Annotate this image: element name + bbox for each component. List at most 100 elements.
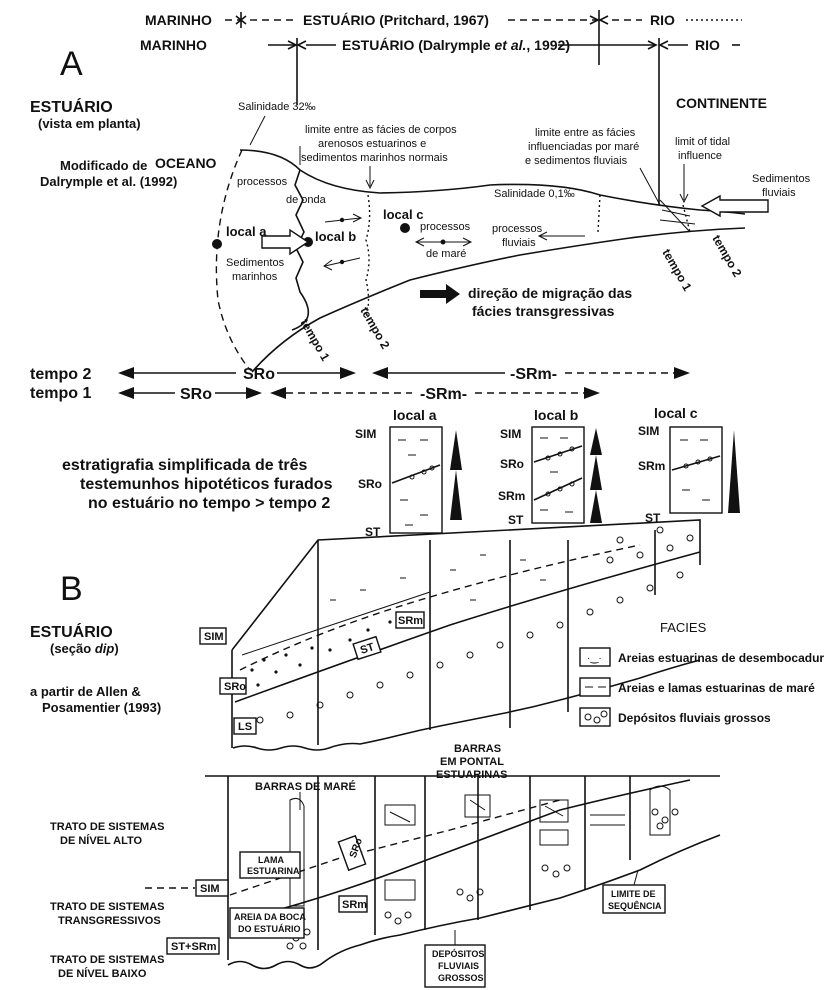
limite-label-1: LIMITE DE	[611, 889, 656, 899]
continente-label: CONTINENTE	[676, 95, 767, 111]
panel-a-source-2: Dalrymple et al. (1992)	[40, 174, 177, 189]
migration-2: fácies transgressivas	[472, 303, 615, 319]
lama-label-1: LAMA	[258, 855, 284, 865]
facies-legend: FACIES ·‿· Areias estuarinas de desemboc…	[579, 620, 824, 727]
panel-b-title: ESTUÁRIO	[30, 622, 113, 641]
header-estuario-dalrymple: ESTUÁRIO (Dalrymple et al., 1992)	[342, 37, 570, 53]
limit-marine-2: arenosos estuarinos e	[318, 138, 426, 150]
core-local-c: local c SIM SRm ST	[638, 405, 740, 525]
core-b-st: ST	[508, 513, 524, 527]
header-dalrymple-etal: et al.	[494, 37, 526, 53]
hst-label-1: TRATO DE SISTEMAS	[50, 821, 165, 833]
cores-caption-2: testemunhos hipotéticos furados	[80, 476, 333, 493]
header-dalrymple-c: , 1992)	[526, 37, 570, 53]
tst-label-2: TRANSGRESSIVOS	[58, 915, 161, 927]
processos-label: processos	[237, 176, 288, 188]
tempo1-line	[291, 169, 310, 331]
sed-fluviais-2: fluviais	[762, 187, 796, 199]
panel-b-source-2: Posamentier (1993)	[42, 700, 161, 715]
salinity-high-label: Salinidade 32‰	[238, 101, 316, 113]
cores-caption-3: no estuário no tempo > tempo 2	[88, 495, 330, 512]
panel-b-subtitle-b: dip	[95, 641, 115, 656]
legend-1: Areias estuarinas de desembocadura	[618, 651, 824, 665]
areia-label-2: DO ESTUÁRIO	[238, 924, 301, 934]
timeline-sro-2: SRo	[243, 366, 275, 383]
core-c-srm: SRm	[638, 459, 665, 473]
core-b-sim: SIM	[500, 427, 521, 441]
timeline-tempo2: tempo 2	[30, 366, 91, 383]
cores-caption-1: estratigrafia simplificada de três	[62, 457, 308, 474]
barras-pontal-2: EM PONTAL	[440, 756, 504, 768]
dip-ls-label: LS	[238, 721, 252, 733]
limit-tidal-2: influenciadas por maré	[528, 141, 639, 153]
header-rio-1: RIO	[650, 12, 675, 28]
limite-label-2: SEQUÊNCIA	[608, 900, 662, 911]
lst-label-1: TRATO DE SISTEMAS	[50, 954, 165, 966]
panel-b-subtitle: (seção dip)	[50, 641, 119, 656]
dip-sim-label: SIM	[204, 631, 224, 643]
core-local-a: local a SIM SRo ST	[355, 407, 462, 539]
dip-srm-label: SRm	[398, 615, 423, 627]
areia-label-1: AREIA DA BOCA	[234, 912, 306, 922]
tempo1-label-upstream: tempo 1	[659, 247, 694, 294]
barras-mare-label: BARRAS DE MARÉ	[255, 780, 356, 793]
lst-label-2: DE NÍVEL BAIXO	[58, 967, 147, 980]
barras-pontal-3: ESTUARINAS	[436, 769, 508, 781]
dip-section: SIM SRo LS ST SRm	[199, 519, 701, 751]
sed-marinhos-1: Sedimentos	[226, 257, 285, 269]
timeline-srm-1: -SRm-	[420, 386, 467, 403]
dip-st-label: ST	[359, 641, 376, 657]
proc-mare-2: de maré	[426, 248, 466, 260]
header-dalrymple-a: ESTUÁRIO (Dalrymple	[342, 37, 494, 53]
core-a-st: ST	[365, 525, 381, 539]
fluv-label-2: FLUVIAIS	[438, 961, 479, 971]
core-b-sro: SRo	[500, 457, 524, 471]
timeline-tempo1: tempo 1	[30, 385, 91, 402]
panel-a-letter: A	[60, 45, 83, 83]
local-a-label: local a	[226, 224, 267, 239]
header-estuario-pritchard: ESTUÁRIO (Pritchard, 1967)	[303, 12, 489, 28]
limit-marine-1: limite entre as fácies de corpos	[305, 124, 457, 136]
migration-arrow	[420, 284, 460, 304]
core-c-title: local c	[654, 405, 698, 421]
header-marinho-1: MARINHO	[145, 12, 212, 28]
core-local-b: local b SIM SRo SRm ST	[498, 407, 602, 527]
timeline: tempo 2 tempo 1 SRo -SRm- SRo -SRm-	[30, 366, 690, 403]
hst-label-2: DE NÍVEL ALTO	[60, 834, 143, 847]
proc-mare-1: processos	[420, 221, 471, 233]
proc-fluv-2: fluviais	[502, 237, 536, 249]
limit-tidal-3: e sedimentos fluviais	[525, 155, 628, 167]
oceano-label: OCEANO	[155, 155, 217, 171]
header-scale-dalrymple: MARINHO ESTUÁRIO (Dalrymple et al., 1992…	[140, 37, 740, 205]
sim-bottom-label: SIM	[200, 883, 220, 895]
limit-marine-3: sedimentos marinhos normais	[301, 152, 448, 164]
timeline-srm-2: -SRm-	[510, 366, 557, 383]
dip-sro-label: SRo	[224, 681, 246, 693]
salinity-low-label: Salinidade 0,1‰	[494, 188, 575, 200]
fluv-label-3: GROSSOS	[438, 973, 484, 983]
lama-label-2: ESTUARINA	[247, 866, 300, 876]
core-b-srm: SRm	[498, 489, 525, 503]
fluv-label-1: DEPÓSITOS	[432, 948, 484, 959]
legend1-swatch-glyph: ·‿·	[587, 653, 602, 664]
tidal-influence-1: limit of tidal	[675, 136, 730, 148]
header-scale-pritchard: MARINHO ESTUÁRIO (Pritchard, 1967) RIO	[145, 10, 742, 65]
srm-bottom-label: SRm	[342, 899, 367, 911]
tidal-influence-2: influence	[678, 150, 722, 162]
panel-a-subtitle: (vista em planta)	[38, 116, 141, 131]
panel-b-source-1: a partir de Allen &	[30, 684, 141, 699]
sed-marinhos-2: marinhos	[232, 271, 278, 283]
core-b-title: local b	[534, 407, 578, 423]
lower-bank	[251, 227, 746, 373]
legend-2: Areias e lamas estuarinas de maré	[618, 681, 815, 695]
estuary-plan-view: OCEANO CONTINENTE Salinidade 32‰ limite …	[155, 95, 811, 373]
core-a-sro: SRo	[358, 477, 382, 491]
proc-fluv-1: processos	[492, 223, 543, 235]
tempo2-label-plan: tempo 2	[357, 305, 392, 352]
panel-b-subtitle-c: )	[114, 641, 118, 656]
fluvial-input-arrow	[700, 194, 769, 218]
panel-b-letter: B	[60, 570, 83, 608]
sed-fluviais-1: Sedimentos	[752, 173, 811, 185]
header-rio-2: RIO	[695, 37, 720, 53]
